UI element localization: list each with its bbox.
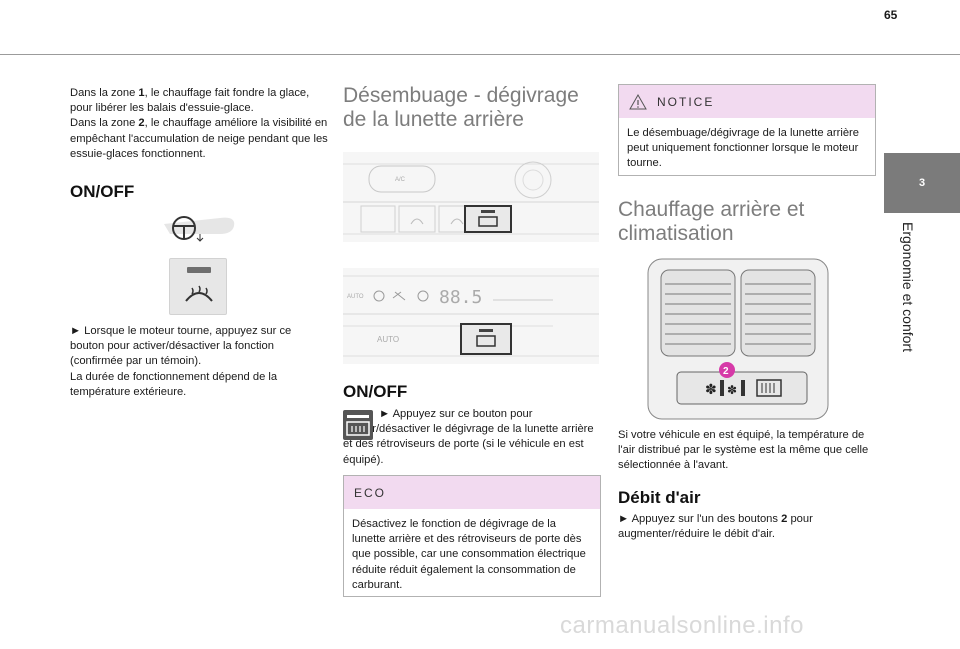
svg-text:✽: ✽: [727, 383, 737, 397]
column-3: Chauffage arrière et climatisation: [618, 198, 876, 246]
temperature-display: 88.5: [439, 287, 482, 308]
column-1: Dans la zone 1, le chauffage fait fondre…: [70, 86, 328, 202]
eco-title: ECO: [354, 485, 387, 500]
auto-label: AUTO: [377, 335, 399, 344]
zone-text: Dans la zone 1, le chauffage fait fondre…: [70, 87, 328, 160]
eco-box: ECO Désactivez le fonction de dégivrage …: [343, 475, 601, 597]
indicator-light: [187, 267, 211, 273]
instruction-front: ► Lorsque le moteur tourne, appuyez sur …: [70, 325, 292, 368]
chapter-title-text: Ergonomie et confort: [900, 222, 916, 352]
climate-panel-illustration-2: AUTO 88.5 AUTO: [343, 268, 599, 364]
rear-vents-illustration: ✽ ✽ 2: [647, 258, 829, 420]
column-1-lower: ► Lorsque le moteur tourne, appuyez sur …: [70, 324, 328, 400]
onoff-heading: ON/OFF: [70, 182, 135, 202]
duration-note: La durée de fonctionnement dépend de la …: [70, 370, 278, 398]
chapter-title: Ergonomie et confort: [898, 222, 918, 422]
chapter-tab[interactable]: 3: [884, 153, 960, 213]
debit-heading: Débit d'air: [618, 487, 701, 507]
instruction-rear: ► Appuyez sur ce bouton pour activer/dés…: [343, 408, 594, 466]
top-rule: [0, 54, 960, 55]
notice-text: Le désembuage/dégivrage de la lunette ar…: [627, 127, 859, 170]
page-number: 65: [884, 8, 898, 22]
rear-defrost-heading: Désembuage - dégivrage de la lunette arr…: [343, 84, 579, 131]
eco-text: Désactivez le fonction de dégivrage de l…: [352, 518, 586, 591]
watermark: carmanualsonline.info: [560, 612, 804, 639]
callout-number: 2: [723, 366, 729, 377]
front-defrost-icon: [185, 285, 213, 302]
rear-climate-heading: Chauffage arrière et climatisation: [618, 198, 805, 245]
debit-instruction: ► Appuyez sur l'un des boutons 2 pour au…: [618, 512, 813, 540]
svg-text:AUTO: AUTO: [347, 294, 364, 300]
rear-onoff-heading: ON/OFF: [343, 382, 408, 401]
column-3-lower: Si votre véhicule en est équipé, la temp…: [618, 428, 876, 542]
windshield-heating-illustration: [164, 216, 235, 242]
svg-text:✽: ✽: [705, 382, 717, 398]
notice-box-header: NOTICE: [619, 85, 875, 118]
column-2: Désembuage - dégivrage de la lunette arr…: [343, 84, 601, 132]
notice-title: NOTICE: [657, 94, 715, 109]
front-defrost-button[interactable]: [169, 258, 227, 315]
column-2-lower: ON/OFF ► Appuyez sur ce bouton pour acti…: [343, 382, 601, 468]
rear-defrost-icon: [346, 415, 370, 436]
eco-box-header: ECO: [344, 476, 600, 509]
climate-panel-illustration-1: A/C: [343, 152, 599, 242]
rear-defrost-button[interactable]: [343, 410, 373, 440]
rear-climate-description: Si votre véhicule en est équipé, la temp…: [618, 429, 869, 472]
callout-marker: [719, 362, 735, 378]
warning-icon: [629, 93, 647, 109]
notice-box: NOTICE Le désembuage/dégivrage de la lun…: [618, 84, 876, 176]
ac-label: A/C: [395, 177, 406, 183]
